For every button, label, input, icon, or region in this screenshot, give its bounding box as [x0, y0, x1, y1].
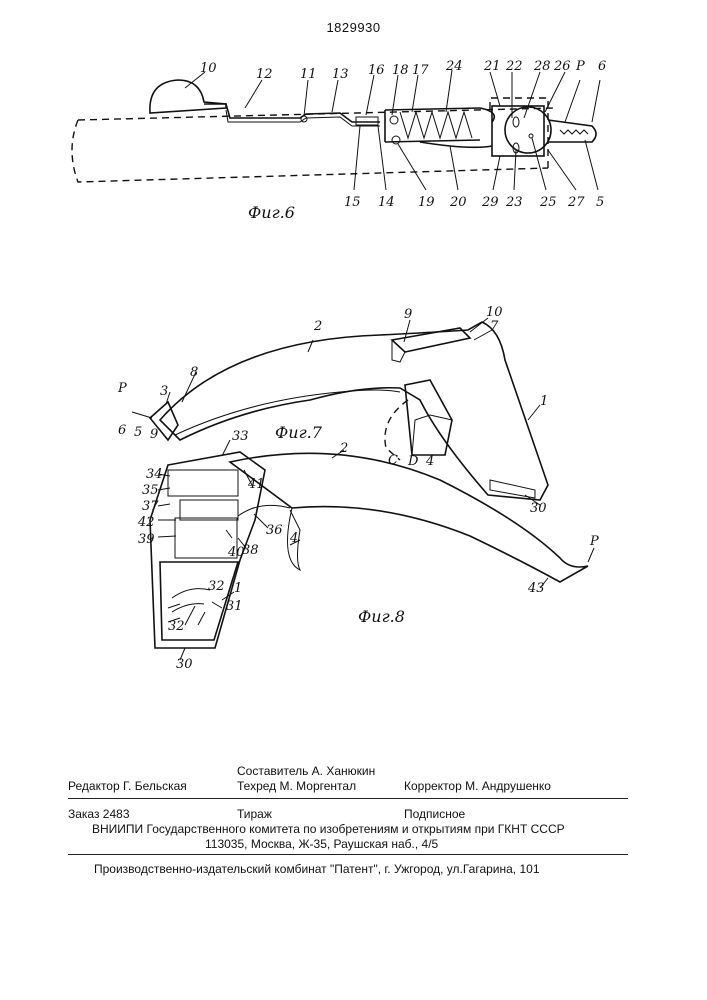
svg-text:18: 18 — [392, 63, 409, 78]
figure-8: 33 2 34 35 37 42 39 41 36 38 40 4 1 31 3… — [137, 429, 599, 672]
svg-text:20: 20 — [449, 195, 467, 210]
svg-text:41: 41 — [247, 477, 265, 492]
svg-text:13: 13 — [332, 67, 349, 82]
svg-text:36: 36 — [266, 523, 283, 538]
imprint-techred: Техред М. Моргентал — [237, 779, 356, 793]
svg-text:12: 12 — [256, 67, 273, 82]
imprint-address: 113035, Москва, Ж-35, Раушская наб., 4/5 — [205, 837, 438, 851]
fig6-caption: Фиг.6 — [248, 203, 295, 222]
imprint-subscription: Подписное — [404, 807, 465, 821]
svg-text:4: 4 — [425, 454, 434, 469]
svg-text:19: 19 — [418, 195, 435, 210]
svg-text:6: 6 — [598, 59, 606, 74]
svg-text:16: 16 — [368, 63, 385, 78]
svg-text:10: 10 — [486, 305, 503, 320]
svg-text:43: 43 — [527, 581, 545, 596]
svg-text:25: 25 — [539, 195, 557, 210]
fig6-spring — [400, 112, 472, 138]
fig6-rod — [204, 104, 380, 122]
fig6-dome — [150, 80, 226, 113]
imprint-divider-top — [68, 798, 628, 799]
svg-text:42: 42 — [137, 515, 155, 530]
svg-text:P: P — [575, 59, 585, 74]
svg-text:39: 39 — [138, 532, 155, 547]
fig6-tip — [548, 120, 596, 142]
svg-text:5: 5 — [134, 425, 142, 440]
fig7-handle — [405, 380, 452, 455]
imprint-compiler: Составитель А. Ханюкин — [237, 764, 375, 778]
svg-text:15: 15 — [344, 195, 361, 210]
imprint-institute: ВНИИПИ Государственного комитета по изоб… — [92, 822, 565, 836]
imprint-corrector: Корректор М. Андрушенко — [404, 779, 551, 793]
svg-text:1: 1 — [234, 581, 242, 596]
svg-text:6: 6 — [118, 423, 126, 438]
figure-7: 2 9 10 7 8 3 P 6 5 9 C D 4 1 30 Фиг.7 — [117, 305, 548, 516]
svg-text:34: 34 — [146, 467, 163, 482]
svg-text:22: 22 — [505, 59, 523, 74]
fig7-caption: Фиг.7 — [275, 423, 323, 442]
imprint-divider-bottom — [68, 854, 628, 855]
fig7-labels: 2 9 10 7 8 3 P 6 5 9 C D 4 1 30 — [117, 305, 548, 516]
svg-text:D: D — [407, 454, 419, 469]
svg-text:32: 32 — [208, 579, 225, 594]
fig8-blade — [230, 453, 588, 582]
svg-text:2: 2 — [339, 441, 348, 456]
fig7-blade — [160, 322, 548, 500]
fig8-caption: Фиг.8 — [358, 607, 405, 626]
svg-text:32: 32 — [168, 619, 185, 634]
svg-text:21: 21 — [483, 59, 501, 74]
fig8-labels: 33 2 34 35 37 42 39 41 36 38 40 4 1 31 3… — [137, 429, 599, 672]
svg-text:9: 9 — [150, 427, 158, 442]
svg-text:33: 33 — [232, 429, 249, 444]
svg-text:10: 10 — [200, 61, 217, 76]
imprint-order: Заказ 2483 — [68, 807, 130, 821]
svg-text:P: P — [589, 534, 599, 549]
imprint-circulation: Тираж — [237, 807, 272, 821]
imprint-editor: Редактор Г. Бельская — [68, 779, 187, 793]
svg-text:30: 30 — [530, 501, 547, 516]
svg-text:26: 26 — [553, 59, 571, 74]
svg-text:11: 11 — [300, 67, 317, 82]
svg-text:27: 27 — [567, 195, 585, 210]
svg-text:9: 9 — [404, 307, 412, 322]
svg-text:37: 37 — [142, 499, 159, 514]
svg-text:35: 35 — [142, 483, 159, 498]
svg-text:17: 17 — [412, 63, 429, 78]
svg-text:14: 14 — [378, 195, 395, 210]
svg-text:28: 28 — [533, 59, 551, 74]
svg-text:30: 30 — [176, 657, 193, 672]
svg-text:8: 8 — [190, 365, 198, 380]
fig6-dashed-body — [72, 98, 555, 182]
svg-text:4: 4 — [289, 531, 298, 546]
fig6-plate — [492, 106, 544, 156]
svg-text:24: 24 — [445, 59, 463, 74]
svg-text:40: 40 — [227, 545, 245, 560]
figure-6: 10 12 11 13 16 18 17 24 21 22 28 26 P 6 … — [72, 59, 606, 222]
svg-text:2: 2 — [313, 319, 322, 334]
svg-text:P: P — [117, 381, 127, 396]
patent-drawings: 10 12 11 13 16 18 17 24 21 22 28 26 P 6 … — [0, 0, 707, 760]
svg-text:1: 1 — [540, 394, 548, 409]
svg-text:3: 3 — [160, 384, 168, 399]
svg-text:5: 5 — [596, 195, 604, 210]
svg-text:7: 7 — [490, 319, 499, 334]
svg-text:23: 23 — [505, 195, 523, 210]
svg-text:29: 29 — [481, 195, 499, 210]
svg-text:31: 31 — [226, 599, 243, 614]
imprint-publisher: Производственно-издательский комбинат "П… — [94, 862, 540, 876]
